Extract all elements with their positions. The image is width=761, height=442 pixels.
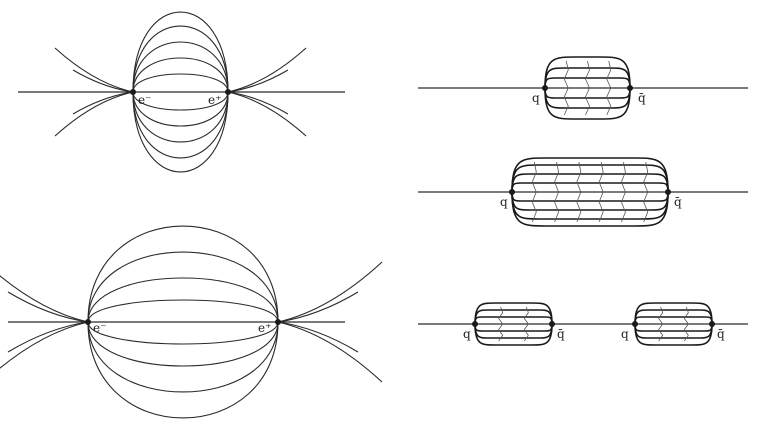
qed-dipole-far-panel: e⁻ e⁺ xyxy=(0,226,382,418)
field-line xyxy=(55,92,133,136)
qed-dipole-close-panel: e⁻ e⁺ xyxy=(18,12,345,172)
field-line xyxy=(88,226,278,322)
quark-point xyxy=(549,321,555,327)
qcd-pair-split-panel: q q̄ q q̄ xyxy=(418,303,748,345)
quark-point xyxy=(542,85,548,91)
quark-label-1: q xyxy=(463,327,471,341)
quark-label-2: q xyxy=(621,327,629,341)
field-line xyxy=(88,322,278,344)
quark-point xyxy=(627,85,633,91)
positron-charge xyxy=(275,319,281,325)
antiquark-label: q̄ xyxy=(638,91,646,105)
field-line xyxy=(88,322,278,392)
field-line xyxy=(55,48,133,92)
positron-charge xyxy=(225,89,231,95)
quark-point xyxy=(509,189,515,195)
field-line xyxy=(133,74,228,92)
antiquark-label-2: q̄ xyxy=(717,327,725,341)
quark-point xyxy=(709,321,715,327)
antiquark-label-1: q̄ xyxy=(557,327,565,341)
positron-label: e⁺ xyxy=(258,321,271,335)
qcd-pair-stretched-panel: q q̄ xyxy=(418,158,748,226)
quark-label: q xyxy=(500,195,508,209)
field-line xyxy=(228,92,306,136)
quark-point xyxy=(472,321,478,327)
field-line xyxy=(133,12,228,92)
field-line xyxy=(133,58,228,92)
field-line xyxy=(228,48,306,92)
electron-label: e⁻ xyxy=(93,321,106,335)
quark-point xyxy=(632,321,638,327)
field-line xyxy=(133,26,228,92)
qcd-pair-close-panel: q q̄ xyxy=(418,57,748,119)
antiquark-label: q̄ xyxy=(674,195,682,209)
field-line xyxy=(0,262,88,322)
field-line xyxy=(278,262,382,322)
field-line xyxy=(88,300,278,322)
quark-point xyxy=(665,189,671,195)
electron-label: e⁻ xyxy=(138,93,151,107)
electron-charge xyxy=(85,319,91,325)
positron-label: e⁺ xyxy=(208,93,221,107)
field-line xyxy=(88,252,278,322)
quark-label: q xyxy=(532,91,540,105)
field-line xyxy=(88,322,278,418)
electron-charge xyxy=(130,89,136,95)
field-line xyxy=(278,322,382,382)
field-line xyxy=(0,322,88,382)
